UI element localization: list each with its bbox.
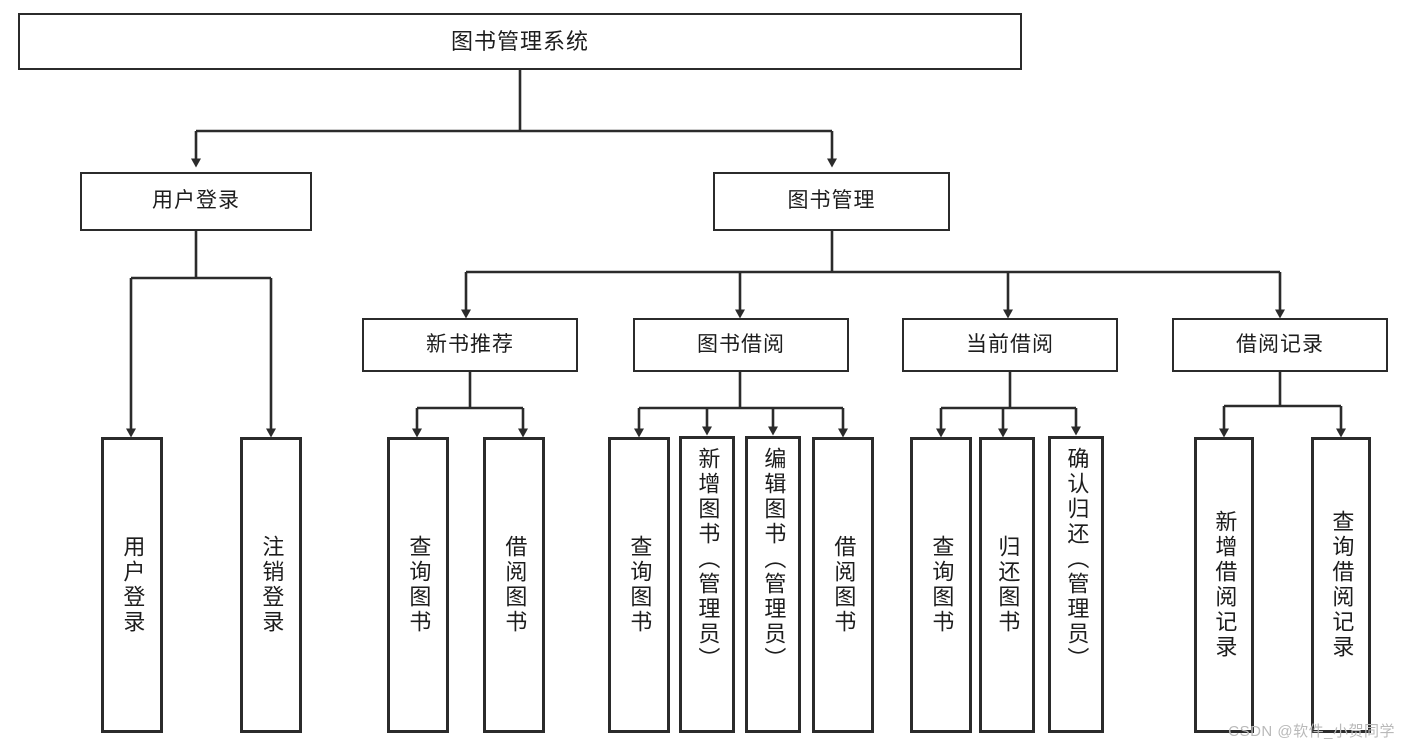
node-book-borrow[interactable]: 图书借阅 (633, 318, 849, 372)
node-root-label: 图书管理系统 (450, 28, 589, 54)
leaf-record-query-record[interactable]: 查询借阅记录 (1311, 437, 1371, 733)
leaf-label: 借阅图书 (502, 535, 528, 635)
csdn-watermark: CSDN @软件_小贺同学 (1228, 723, 1395, 740)
leaf-label: 确认归还（管理员） (1064, 447, 1090, 672)
leaf-label: 新增图书（管理员） (695, 447, 721, 672)
leaf-borrow-add-book-admin[interactable]: 新增图书（管理员） (679, 436, 735, 733)
leaf-user-login-logout[interactable]: 注销登录 (240, 437, 302, 733)
node-borrow-record-label: 借阅记录 (1236, 332, 1324, 356)
leaf-recommend-query-book[interactable]: 查询图书 (387, 437, 449, 733)
leaf-label: 用户登录 (120, 535, 146, 635)
leaf-current-confirm-return-admin[interactable]: 确认归还（管理员） (1048, 436, 1104, 733)
node-borrow-record[interactable]: 借阅记录 (1172, 318, 1388, 372)
node-book-borrow-label: 图书借阅 (697, 332, 785, 356)
leaf-label: 注销登录 (259, 535, 285, 635)
leaf-recommend-borrow-book[interactable]: 借阅图书 (483, 437, 545, 733)
leaf-user-login-login[interactable]: 用户登录 (101, 437, 163, 733)
leaf-borrow-query-book[interactable]: 查询图书 (608, 437, 670, 733)
leaf-label: 查询图书 (406, 535, 432, 635)
node-current-borrow-label: 当前借阅 (966, 332, 1054, 356)
leaf-current-query-book[interactable]: 查询图书 (910, 437, 972, 733)
leaf-label: 归还图书 (995, 535, 1021, 635)
leaf-label: 查询借阅记录 (1329, 510, 1355, 660)
node-root[interactable]: 图书管理系统 (18, 13, 1022, 70)
node-new-book-recommend-label: 新书推荐 (426, 332, 514, 356)
leaf-label: 借阅图书 (831, 535, 857, 635)
node-book-management-label: 图书管理 (787, 189, 876, 213)
node-user-login-label: 用户登录 (152, 189, 240, 213)
node-book-management[interactable]: 图书管理 (713, 172, 950, 231)
leaf-borrow-edit-book-admin[interactable]: 编辑图书（管理员） (745, 436, 801, 733)
node-new-book-recommend[interactable]: 新书推荐 (362, 318, 578, 372)
leaf-record-add-record[interactable]: 新增借阅记录 (1194, 437, 1254, 733)
leaf-label: 新增借阅记录 (1212, 510, 1238, 660)
leaf-current-return-book[interactable]: 归还图书 (979, 437, 1035, 733)
leaf-label: 编辑图书（管理员） (761, 447, 787, 672)
leaf-label: 查询图书 (627, 535, 653, 635)
node-user-login[interactable]: 用户登录 (80, 172, 312, 231)
leaf-borrow-borrow-book[interactable]: 借阅图书 (812, 437, 874, 733)
node-current-borrow[interactable]: 当前借阅 (902, 318, 1118, 372)
leaf-label: 查询图书 (929, 535, 955, 635)
